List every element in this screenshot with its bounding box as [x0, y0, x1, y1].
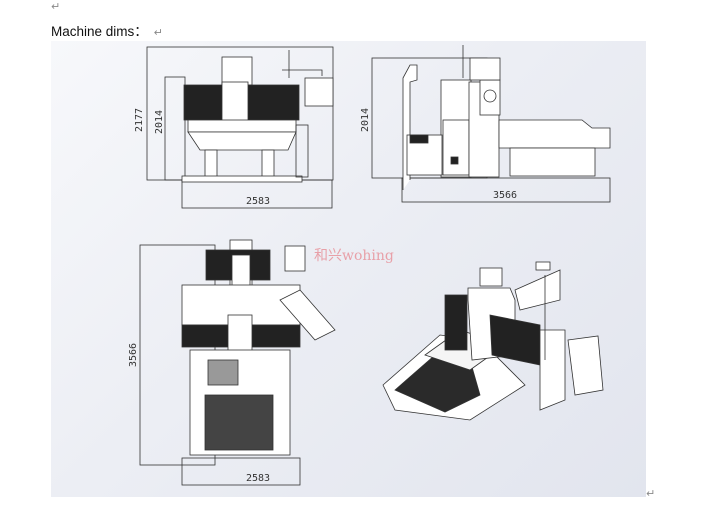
top-view	[139, 239, 336, 486]
dim-side-length: 3566	[493, 190, 517, 201]
dim-side-height: 2014	[360, 108, 371, 132]
side-view	[371, 45, 611, 203]
isometric-view	[382, 261, 604, 421]
dim-top-length: 3566	[128, 343, 139, 367]
dim-top-width: 2583	[246, 473, 270, 484]
dim-front-body-height: 2014	[154, 110, 165, 134]
paragraph-mark: ↵	[153, 27, 163, 39]
heading-text: Machine dims：	[51, 24, 148, 39]
dim-front-width: 2583	[246, 196, 270, 207]
heading: Machine dims： ↵	[51, 20, 163, 40]
front-view	[146, 46, 334, 209]
paragraph-mark: ↵	[646, 487, 656, 500]
dim-front-overall-height: 2177	[134, 108, 145, 132]
paragraph-mark: ↵	[51, 0, 61, 13]
watermark: 和兴wohing	[314, 248, 394, 264]
